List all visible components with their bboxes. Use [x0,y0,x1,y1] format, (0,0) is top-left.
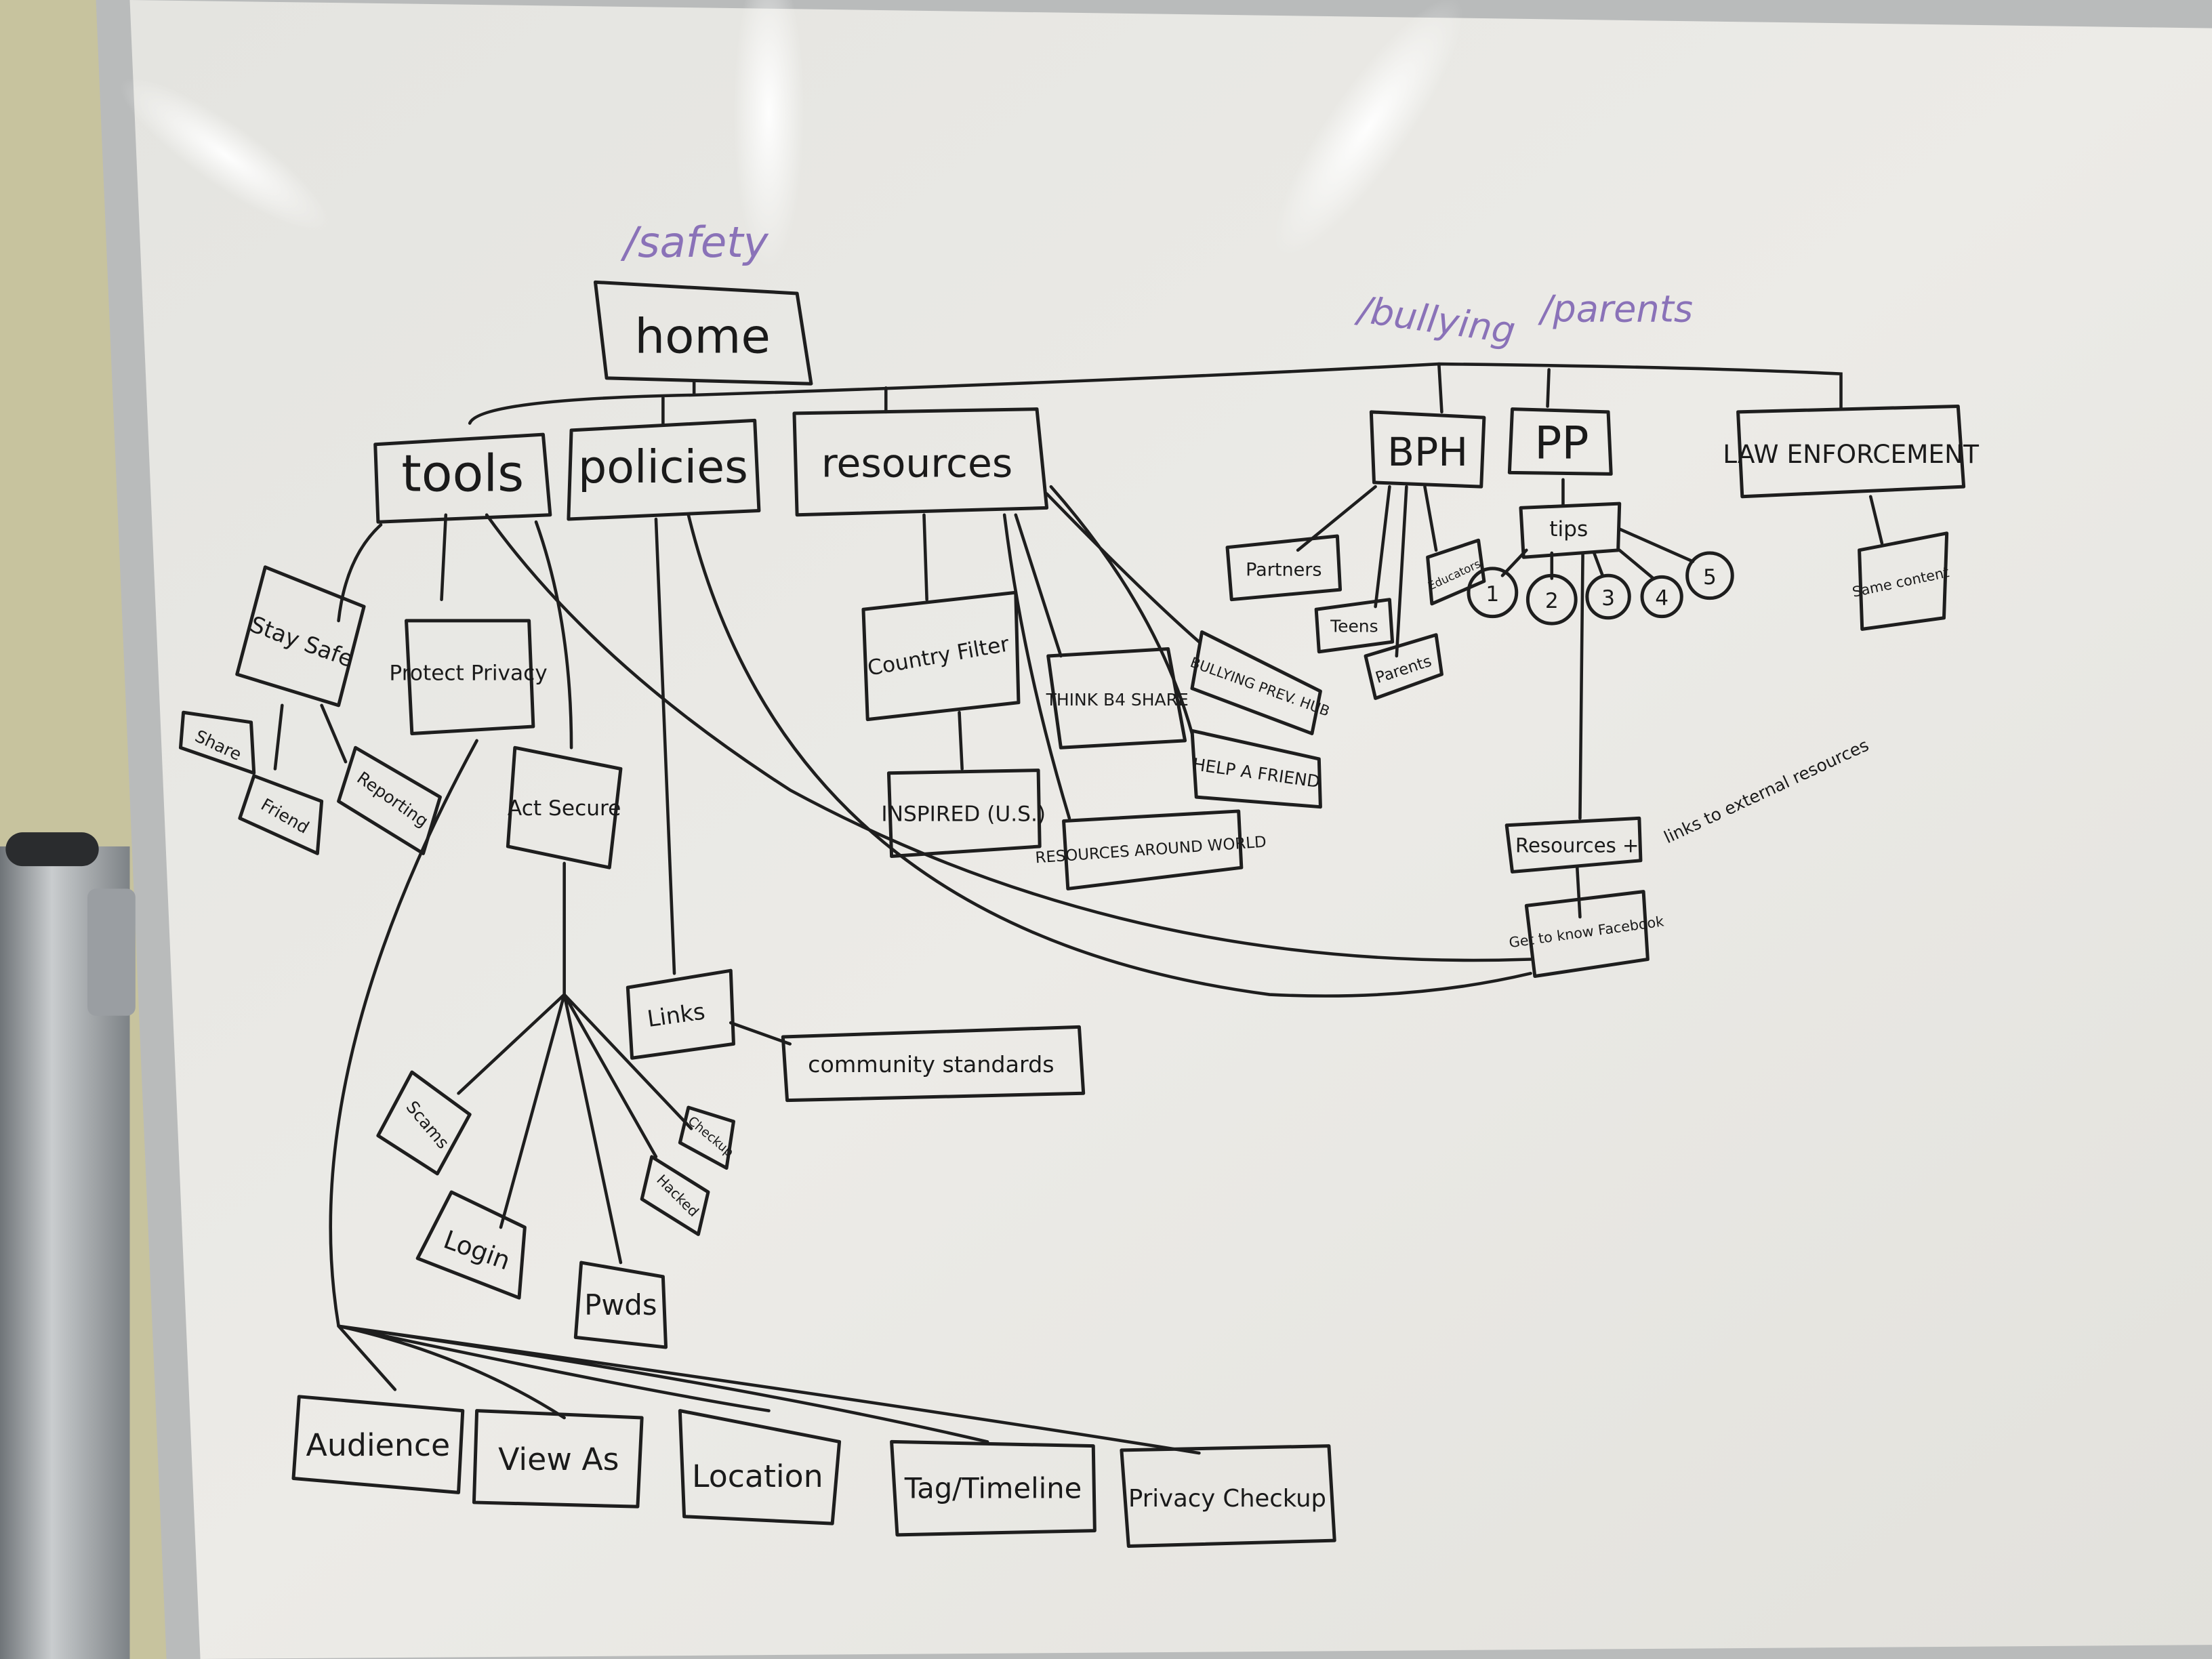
node-think-b4-share: THINK B4 SHARE [1046,690,1189,710]
node-pp: PP [1534,417,1589,470]
node-community-standards: community standards [808,1051,1054,1078]
node-location: Location [692,1458,823,1494]
node-resources-plus: Resources + [1515,834,1639,857]
node-home: home [634,308,771,364]
node-pwds: Pwds [584,1288,657,1322]
tip-1: 1 [1486,582,1499,607]
light-glare [1273,0,1463,256]
pole-cap [5,832,99,867]
node-inspired: INSPIRED (U.S.) [881,802,1046,827]
tip-3: 3 [1601,586,1615,611]
node-partners: Partners [1246,559,1322,580]
whiteboard-surface [129,0,2212,1659]
tip-5: 5 [1703,565,1717,590]
light-glare [120,78,331,232]
node-privacy-checkup: Privacy Checkup [1128,1485,1326,1513]
node-policies: policies [578,441,748,493]
connectors [273,362,1884,1455]
node-tips: tips [1549,517,1588,541]
tip-2: 2 [1545,589,1559,613]
node-law-enforcement: LAW ENFORCEMENT [1723,439,1979,469]
node-resources: resources [821,441,1012,487]
node-tools: tools [401,443,524,503]
node-audience: Audience [306,1427,451,1463]
light-glare [733,0,804,268]
node-tag-timeline: Tag/Timeline [904,1472,1082,1505]
node-protect-privacy: Protect Privacy [389,661,547,685]
node-act-secure: Act Secure [508,796,621,821]
node-bph: BPH [1387,429,1468,475]
tip-circles [1467,551,1734,626]
tip-4: 4 [1655,586,1668,611]
parents-annotation: /parents [1538,288,1693,331]
node-view-as: View As [498,1441,619,1477]
node-boxes [178,280,1966,1548]
safety-annotation: /safety [620,218,769,267]
node-teens: Teens [1330,617,1378,636]
pole-clamp [87,888,136,1016]
